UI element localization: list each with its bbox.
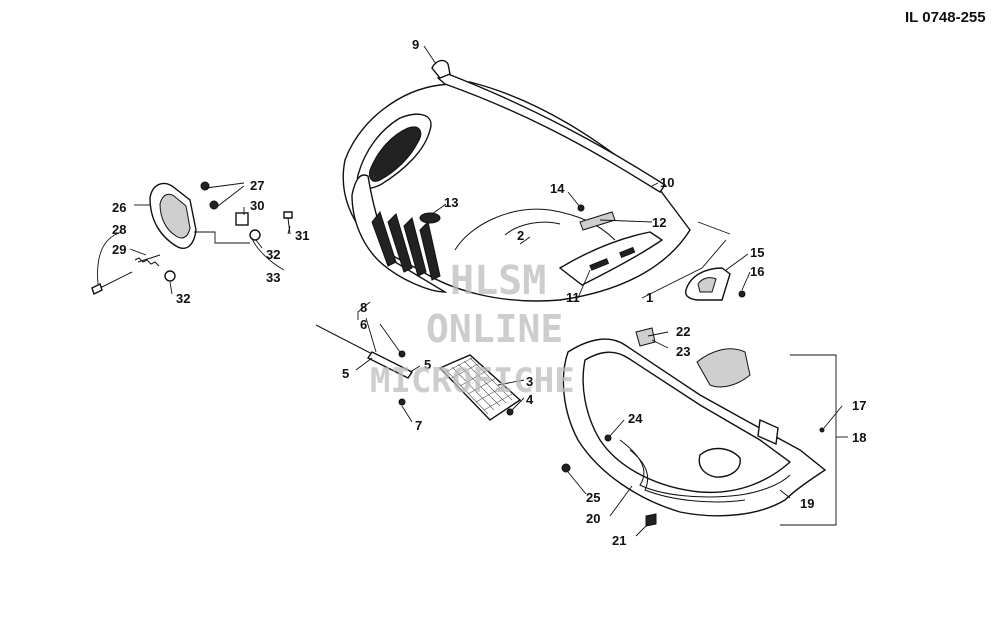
callout-23: 23 bbox=[676, 344, 690, 359]
callout-26: 26 bbox=[112, 200, 126, 215]
hood bbox=[342, 59, 691, 302]
callout-32a: 32 bbox=[266, 247, 280, 262]
callout-labels: 9 10 14 12 13 2 11 1 15 16 8 6 5 5 7 3 4… bbox=[112, 37, 866, 548]
callout-33: 33 bbox=[266, 270, 280, 285]
callout-17: 17 bbox=[852, 398, 866, 413]
watermark-line-3: MICROFICHE bbox=[370, 361, 575, 401]
callout-10: 10 bbox=[660, 175, 674, 190]
callout-16: 16 bbox=[750, 264, 764, 279]
callout-8: 8 bbox=[360, 300, 367, 315]
callout-18: 18 bbox=[852, 430, 866, 445]
callout-25: 25 bbox=[586, 490, 600, 505]
callout-32b: 32 bbox=[176, 291, 190, 306]
callout-21: 21 bbox=[612, 533, 626, 548]
callout-15: 15 bbox=[750, 245, 764, 260]
callout-11: 11 bbox=[566, 290, 580, 305]
callout-19: 19 bbox=[800, 496, 814, 511]
callout-13: 13 bbox=[444, 195, 458, 210]
callout-6: 6 bbox=[360, 317, 367, 332]
storage-compartment bbox=[561, 327, 827, 527]
callout-12: 12 bbox=[652, 215, 666, 230]
callout-7: 7 bbox=[415, 418, 422, 433]
callout-22: 22 bbox=[676, 324, 690, 339]
callout-4: 4 bbox=[526, 392, 534, 407]
callout-20: 20 bbox=[586, 511, 600, 526]
latch-bracket bbox=[684, 267, 746, 301]
watermark: HLSM ONLINE MICROFICHE bbox=[370, 258, 575, 401]
callout-9: 9 bbox=[412, 37, 419, 52]
headlight-assembly bbox=[91, 181, 293, 295]
leader-lines bbox=[97, 45, 848, 537]
callout-24: 24 bbox=[628, 411, 643, 426]
callout-14: 14 bbox=[550, 181, 565, 196]
front-grille bbox=[315, 324, 522, 421]
callout-27: 27 bbox=[250, 178, 264, 193]
callout-3: 3 bbox=[526, 374, 533, 389]
watermark-line-1: HLSM bbox=[450, 258, 546, 304]
diagram-id: IL 0748-255 bbox=[905, 9, 986, 26]
callout-29: 29 bbox=[112, 242, 126, 257]
callout-5a: 5 bbox=[342, 366, 349, 381]
callout-5b: 5 bbox=[424, 357, 431, 372]
callout-31: 31 bbox=[295, 228, 309, 243]
callout-28: 28 bbox=[112, 222, 126, 237]
callout-2: 2 bbox=[517, 228, 524, 243]
callout-30: 30 bbox=[250, 198, 264, 213]
hood-vents bbox=[371, 210, 441, 281]
callout-1: 1 bbox=[646, 290, 653, 305]
watermark-line-2: ONLINE bbox=[426, 307, 563, 351]
